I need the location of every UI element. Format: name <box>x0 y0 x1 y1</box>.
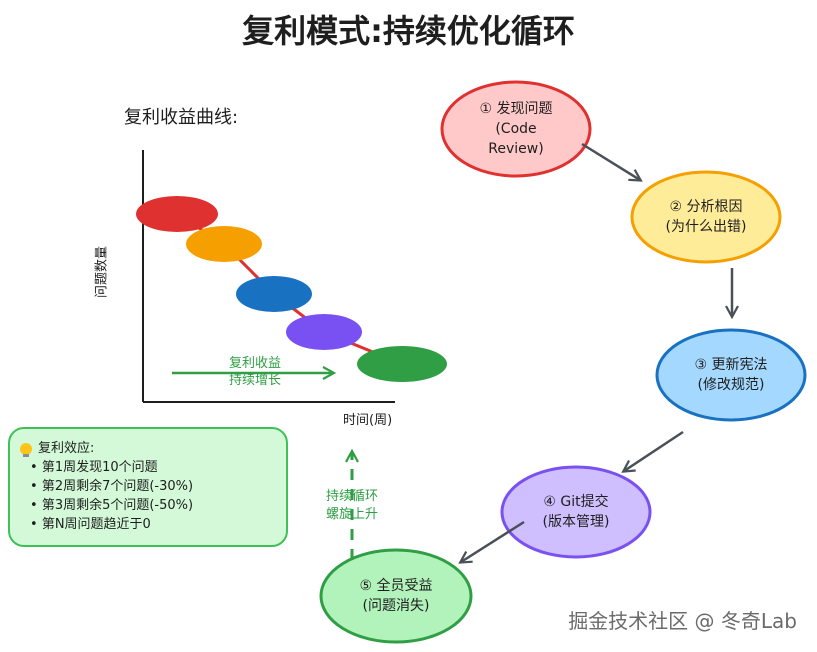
cycle-node-benefit-label: ⑤ 全员受益 (问题消失) <box>359 576 432 616</box>
note-item: 第1周发现10个问题 <box>30 458 278 477</box>
note-item: 第N周问题趋近于0 <box>30 515 278 534</box>
chart-point-1 <box>136 196 218 232</box>
chart-y-axis-label: 问题数量 <box>94 245 110 299</box>
loop-label-line2: 螺旋上升 <box>325 507 379 522</box>
benefit-line2: (问题消失) <box>362 598 430 614</box>
note-list: 第1周发现10个问题 第2周剩余7个问题(-30%) 第3周剩余5个问题(-50… <box>20 458 278 534</box>
compound-effect-note: 复利效应: 第1周发现10个问题 第2周剩余7个问题(-30%) 第3周剩余5个… <box>8 427 288 547</box>
cycle-node-discover <box>440 80 592 178</box>
page-title: 复利模式:持续优化循环 <box>242 12 575 50</box>
update-line1: ③ 更新宪法 <box>694 357 768 373</box>
growth-label-line2: 持续增长 <box>228 373 282 388</box>
growth-label-line1: 复利收益 <box>228 356 282 371</box>
chart-point-2 <box>186 226 262 262</box>
cycle-node-discover-label: ① 发现问题 (Code Review) <box>479 99 552 159</box>
loop-label: 持续循环 螺旋上升 <box>326 488 378 524</box>
chart-point-5 <box>357 346 447 382</box>
chart-point-4 <box>286 314 362 350</box>
growth-label: 复利收益 持续增长 <box>229 355 281 389</box>
cycle-node-update <box>655 328 807 422</box>
arrow-commit-to-benefit <box>461 520 525 562</box>
cycle-node-analyze <box>630 170 782 264</box>
cycle-node-benefit <box>319 548 473 644</box>
analyze-line2: (为什么出错) <box>665 219 747 235</box>
cycle-node-commit-label: ④ Git提交 (版本管理) <box>543 492 610 532</box>
discover-line1: ① 发现问题 <box>479 101 553 117</box>
cycle-node-commit <box>500 465 652 559</box>
note-item: 第3周剩余5个问题(-50%) <box>30 496 278 515</box>
note-item: 第2周剩余7个问题(-30%) <box>30 477 278 496</box>
cycle-node-update-label: ③ 更新宪法 (修改规范) <box>694 355 767 395</box>
chart-title: 复利收益曲线: <box>124 107 239 128</box>
commit-line2: (版本管理) <box>542 514 610 530</box>
cycle-node-analyze-label: ② 分析根因 (为什么出错) <box>666 197 747 237</box>
analyze-line1: ② 分析根因 <box>669 199 743 215</box>
benefit-line1: ⑤ 全员受益 <box>359 578 433 594</box>
chart-point-3 <box>236 276 312 312</box>
watermark: 掘金技术社区 @ 冬奇Lab <box>568 609 797 633</box>
discover-line2: (Code <box>495 121 537 137</box>
commit-line1: ④ Git提交 <box>543 494 609 510</box>
arrow-discover-to-analyze <box>581 142 640 180</box>
note-heading: 复利效应: <box>20 439 278 458</box>
loop-label-line1: 持续循环 <box>325 489 379 504</box>
lightbulb-icon <box>20 442 32 457</box>
note-heading-text: 复利效应: <box>38 441 95 456</box>
arrow-update-to-commit <box>624 430 684 471</box>
update-line2: (修改规范) <box>697 377 765 393</box>
discover-line3: Review) <box>488 141 544 157</box>
chart-x-axis-label: 时间(周) <box>343 413 393 428</box>
